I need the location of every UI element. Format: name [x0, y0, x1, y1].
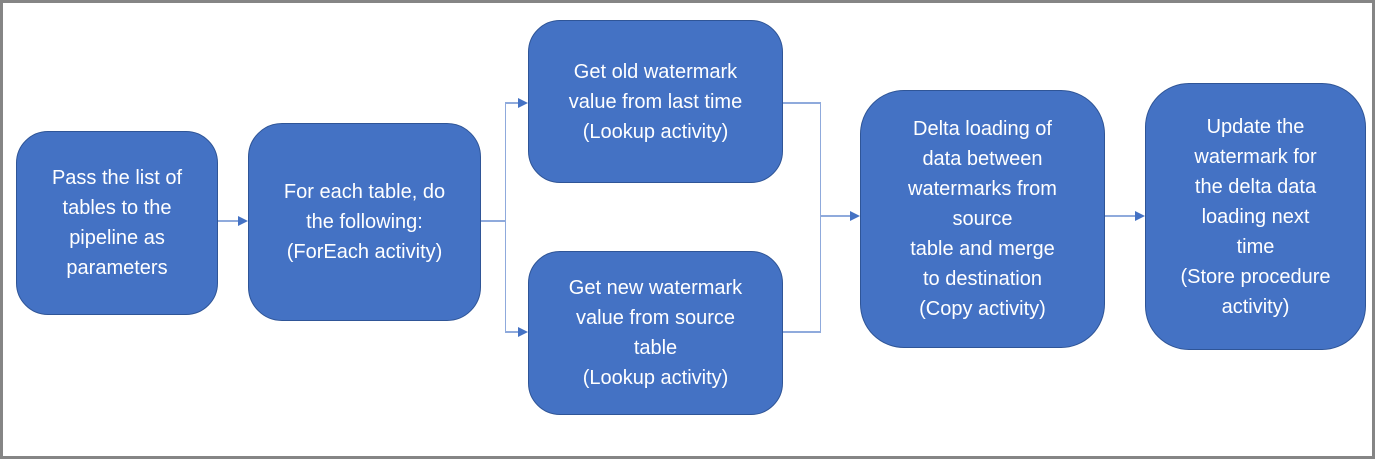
connector-to-update-watermark: [1105, 215, 1136, 217]
arrow-right-icon: [518, 98, 528, 108]
arrow-right-icon: [518, 327, 528, 337]
connector-merge-vertical: [819, 102, 821, 332]
node-foreach: For each table, do the following: (ForEa…: [248, 123, 481, 321]
arrow-right-icon: [850, 211, 860, 221]
connector-old-watermark-out: [783, 102, 821, 104]
node-pass-tables-label: Pass the list of tables to the pipeline …: [51, 167, 183, 279]
connector-pass-to-foreach: [218, 220, 241, 222]
node-delta-load: Delta loading of data between watermarks…: [860, 90, 1105, 348]
node-old-watermark: Get old watermark value from last time (…: [528, 20, 783, 183]
node-new-watermark-label: Get new watermark value from source tabl…: [568, 277, 743, 389]
node-update-watermark-label: Update the watermark for the delta data …: [1180, 115, 1331, 318]
connector-to-new-watermark: [505, 331, 519, 333]
node-new-watermark: Get new watermark value from source tabl…: [528, 251, 783, 415]
connector-to-old-watermark: [505, 102, 519, 104]
node-pass-tables: Pass the list of tables to the pipeline …: [16, 131, 218, 315]
node-foreach-label: For each table, do the following: (ForEa…: [283, 181, 446, 263]
node-delta-load-label: Delta loading of data between watermarks…: [908, 118, 1057, 320]
connector-new-watermark-out: [783, 331, 821, 333]
arrow-right-icon: [1135, 211, 1145, 221]
arrow-right-icon: [238, 216, 248, 226]
connector-to-delta-load: [820, 215, 851, 217]
connector-split-vertical: [504, 102, 506, 332]
node-old-watermark-label: Get old watermark value from last time (…: [568, 60, 743, 143]
connector-foreach-stub: [481, 220, 506, 222]
node-update-watermark: Update the watermark for the delta data …: [1145, 83, 1366, 350]
